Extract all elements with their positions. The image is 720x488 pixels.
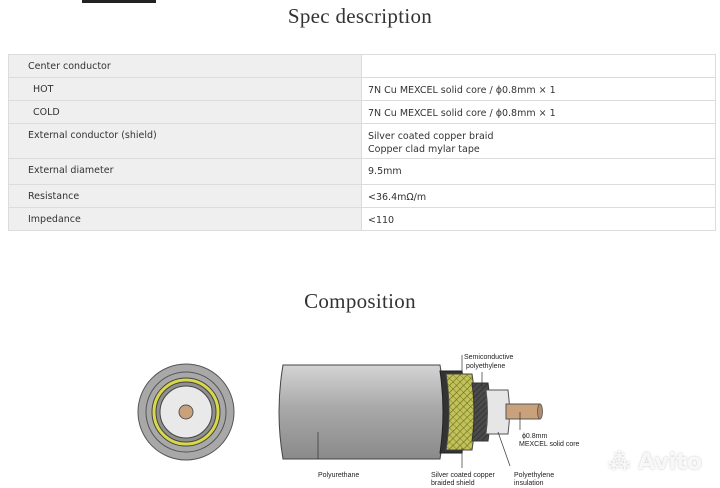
spec-value: <110 (361, 207, 716, 231)
label-semiconductive: Semiconductive (464, 354, 514, 361)
cross-section-icon (137, 363, 235, 461)
table-row: COLD 7N Cu MEXCEL solid core / ϕ0.8mm × … (8, 100, 716, 124)
label-polyethylene: polyethylene (466, 363, 505, 370)
label-braid-1: Silver coated copper (431, 472, 495, 479)
spec-value: 7N Cu MEXCEL solid core / ϕ0.8mm × 1 (361, 100, 716, 124)
spec-value (361, 54, 716, 78)
table-row: Impedance <110 (8, 207, 716, 231)
label-core-material: MEXCEL solid core (519, 441, 580, 448)
spec-table: Center conductor HOT 7N Cu MEXCEL solid … (8, 54, 716, 231)
spec-label: COLD (8, 100, 362, 124)
cable-cutaway-icon (278, 364, 543, 460)
spec-value: <36.4mΩ/m (361, 184, 716, 208)
label-core-diameter: ϕ0.8mm (522, 433, 547, 440)
label-polyurethane: Polyurethane (318, 472, 359, 479)
active-tab-underline (82, 0, 156, 3)
spec-label: Impedance (8, 207, 362, 231)
spec-label: External diameter (8, 158, 362, 185)
spec-section-title: Spec description (287, 4, 433, 28)
label-insulation-1: Polyethylene (514, 472, 554, 479)
spec-value: Silver coated copper braid Copper clad m… (361, 123, 716, 159)
label-braid-2: braided shield (431, 480, 475, 487)
table-row: Center conductor (8, 54, 716, 78)
watermark-logo: ⁂ Avito (608, 450, 702, 475)
composition-section-title: Composition (304, 289, 416, 313)
label-insulation-2: insulation (514, 480, 544, 487)
spec-label: Center conductor (8, 54, 362, 78)
